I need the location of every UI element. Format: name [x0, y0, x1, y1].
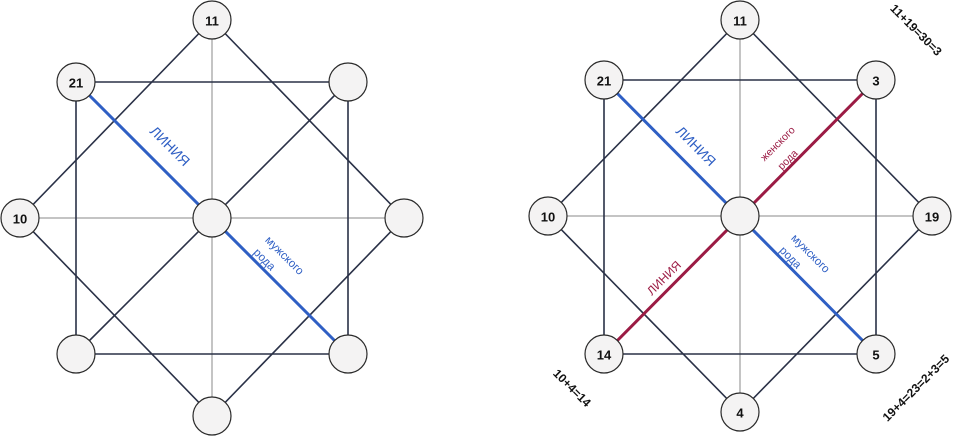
left-node-left	[0, 198, 40, 238]
left-node-right	[384, 198, 424, 238]
calc-bottom-left: 10+4=14	[550, 366, 594, 410]
right-node-top-left-value: 21	[597, 74, 611, 89]
left-node-center	[192, 198, 232, 238]
right-node-bottom-left	[584, 334, 624, 374]
right-node-left	[528, 196, 568, 236]
calc-top-right: 11+19=30=3	[887, 1, 945, 59]
left-node-bottom	[192, 396, 232, 436]
right-node-top	[720, 0, 760, 40]
left-node-top-left	[56, 62, 96, 102]
left-node-bottom-right	[328, 334, 368, 374]
right-node-top-left	[584, 60, 624, 100]
right-node-bottom-right	[856, 334, 896, 374]
left-node-top	[192, 0, 232, 40]
right-male-label-line: ЛИНИЯ	[673, 123, 719, 169]
left-node-left-value: 10	[13, 212, 27, 227]
right-node-center	[720, 196, 760, 236]
right-node-right-value: 19	[925, 210, 939, 225]
left-node-top-right	[328, 62, 368, 102]
right-node-left-value: 10	[541, 210, 555, 225]
left-node-bottom-left	[56, 334, 96, 374]
right-node-top-right	[856, 60, 896, 100]
right-node-bottom-left-value: 14	[597, 348, 612, 363]
left-octagram: 11 21 10 ЛИНИЯ мужского рода	[0, 0, 424, 436]
right-node-right	[912, 196, 952, 236]
right-node-top-right-value: 3	[872, 74, 879, 89]
left-male-label-line: ЛИНИЯ	[147, 123, 193, 169]
right-node-top-value: 11	[733, 14, 747, 29]
right-octagram: 11 21 3 10 19 14 5 4 ЛИНИЯ мужского рода…	[528, 0, 952, 432]
left-node-top-left-value: 21	[69, 76, 83, 91]
right-node-bottom	[720, 392, 760, 432]
left-node-top-value: 11	[205, 14, 219, 29]
right-node-bottom-value: 4	[736, 406, 744, 421]
right-node-bottom-right-value: 5	[872, 348, 879, 363]
